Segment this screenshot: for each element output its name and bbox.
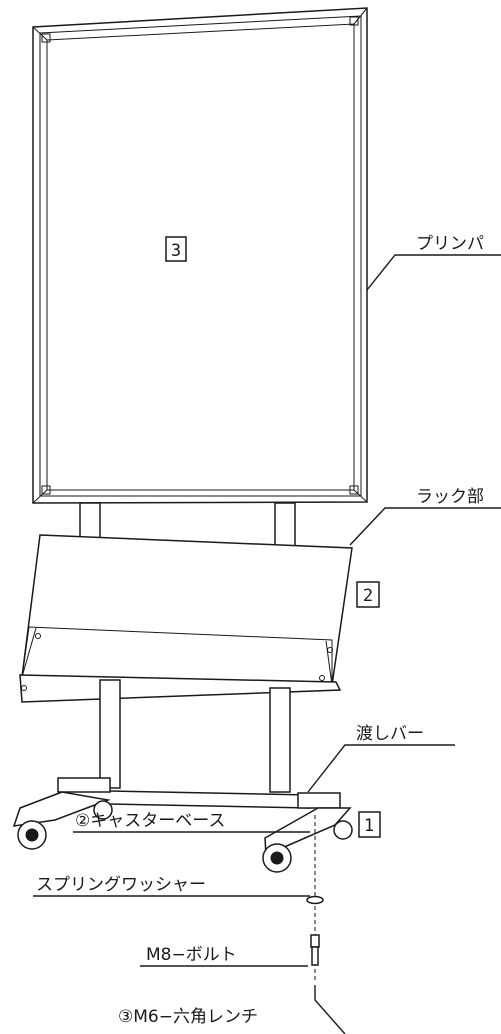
rack-shelf bbox=[19, 534, 353, 703]
label-cross-bar: 渡しバー bbox=[356, 724, 424, 744]
label-hex-wrench: ③M6−六角レンチ bbox=[118, 1007, 258, 1027]
caster-base-assembly bbox=[12, 777, 353, 873]
bolt-part bbox=[310, 934, 320, 966]
part-number-box-1 bbox=[358, 811, 381, 838]
hex-wrench-part bbox=[314, 985, 346, 1034]
label-bolt: M8−ボルト bbox=[146, 945, 237, 965]
label-rack: ラック部 bbox=[416, 487, 484, 507]
label-caster-base: ②キャスターベース bbox=[75, 811, 225, 831]
print-panel bbox=[32, 7, 368, 504]
part-number-box-3 bbox=[165, 236, 187, 262]
hardware bbox=[306, 815, 346, 1034]
part-number-3: 3 bbox=[171, 241, 181, 261]
part-number-box-2 bbox=[356, 581, 380, 608]
label-print-panel: プリンパ bbox=[416, 234, 484, 254]
lower-posts bbox=[99, 679, 291, 793]
part-number-1: 1 bbox=[364, 816, 374, 836]
part-number-2: 2 bbox=[363, 586, 373, 606]
label-spring-washer: スプリングワッシャー bbox=[36, 875, 206, 895]
spring-washer-part bbox=[306, 895, 324, 905]
leader-lines bbox=[33, 254, 501, 967]
